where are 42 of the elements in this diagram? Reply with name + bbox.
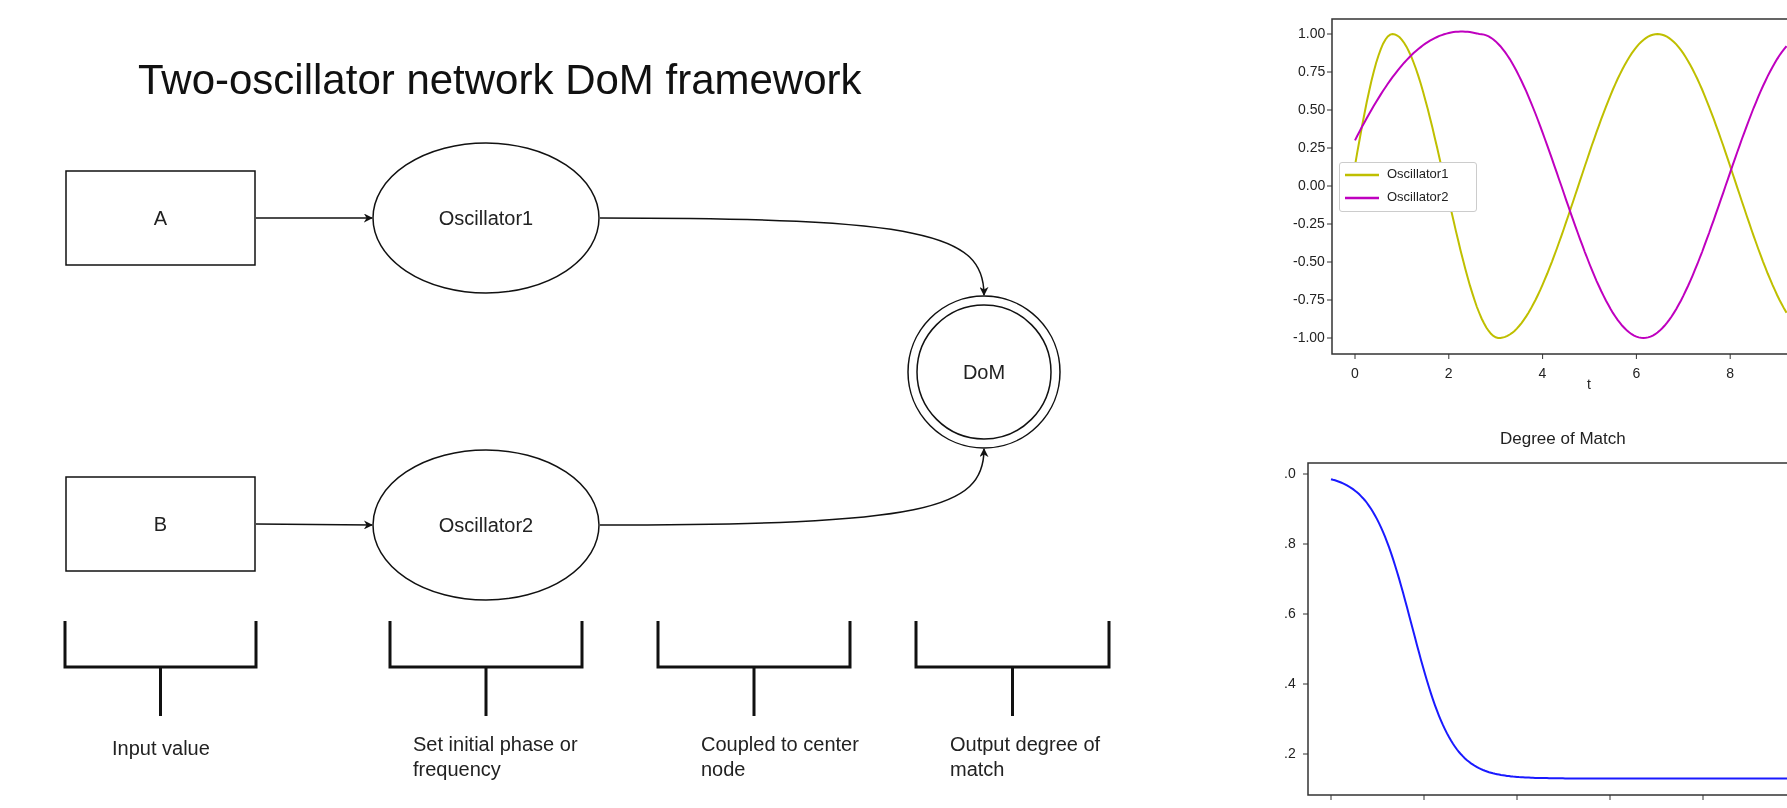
oscillator-ellipse	[372, 142, 600, 294]
annotation-text: Output degree of match	[950, 732, 1102, 782]
tick-label: .8	[1284, 535, 1296, 553]
input-box	[65, 170, 256, 266]
tick-label: 2	[1444, 365, 1453, 383]
output-double-circle	[907, 295, 1061, 449]
legend-label: Oscillator2	[1387, 189, 1449, 204]
arrow	[599, 448, 988, 526]
tick-label: 0.00	[1298, 177, 1326, 195]
legend-label: Oscillator1	[1387, 166, 1449, 181]
node-label: DoM	[962, 360, 1006, 384]
tick-label: -0.75	[1293, 291, 1325, 309]
chart-title: Degree of Match	[1500, 427, 1626, 449]
node-label: Oscillator1	[438, 206, 534, 230]
tick-label: .0	[1284, 465, 1296, 483]
tick-label: 8	[1726, 365, 1734, 383]
tick-label: .2	[1284, 745, 1296, 763]
tick-label: 0.75	[1298, 63, 1326, 81]
annotation-text: Set initial phase or frequency	[413, 732, 579, 782]
tick-label: -1.00	[1293, 329, 1325, 347]
input-box	[65, 476, 256, 572]
annotation-text: Input value	[112, 736, 210, 761]
tick-label: 4	[1538, 365, 1547, 383]
tick-label: .4	[1284, 675, 1296, 693]
tick-label: 6	[1632, 365, 1641, 383]
axis-label: t	[1587, 376, 1591, 394]
arrow	[599, 217, 988, 296]
diagram-title: Two-oscillator network DoM framework	[138, 56, 862, 104]
node-label: A	[153, 206, 168, 230]
arrow	[255, 520, 373, 530]
tick-label: 1.00	[1298, 25, 1326, 43]
node-label: B	[153, 512, 168, 536]
tick-label: 0.50	[1298, 101, 1326, 119]
oscillator-ellipse	[372, 449, 600, 601]
tick-label: -0.50	[1293, 253, 1325, 271]
annotation-text: Coupled to center node	[701, 732, 860, 782]
tick-label: .6	[1284, 605, 1296, 623]
node-label: Oscillator2	[438, 513, 534, 537]
tick-label: 0	[1351, 365, 1359, 383]
tick-label: 0.25	[1298, 139, 1326, 157]
arrow	[255, 213, 373, 223]
tick-label: -0.25	[1293, 215, 1325, 233]
